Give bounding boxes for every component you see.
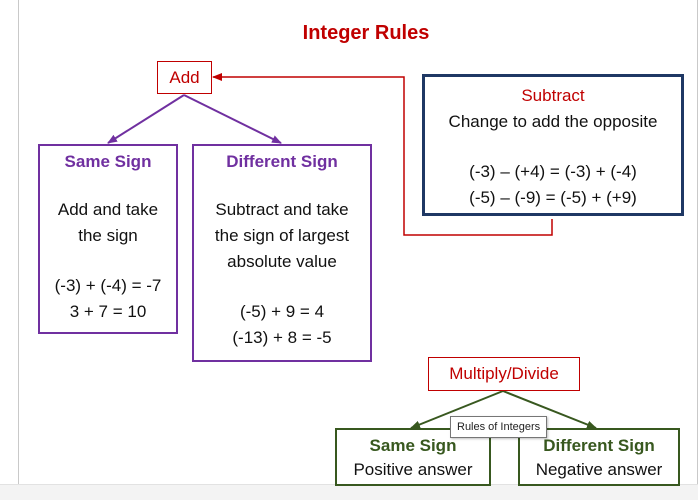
multiply-divide-label: Multiply/Divide bbox=[449, 364, 559, 383]
different-sign-rule-line3: absolute value bbox=[227, 252, 337, 271]
same-sign-rule-line1: Add and take bbox=[57, 200, 159, 219]
same-sign-box: Same Sign Add and take the sign (-3) + (… bbox=[38, 144, 178, 334]
multiply-same-sign-heading: Same Sign bbox=[369, 436, 457, 455]
subtract-example2: (-5) – (-9) = (-5) + (+9) bbox=[469, 188, 637, 207]
different-sign-rule-line1: Subtract and take bbox=[215, 200, 349, 219]
diagram-title: Integer Rules bbox=[302, 22, 430, 44]
add-node: Add bbox=[157, 61, 212, 94]
multiply-different-sign-box: Different Sign Negative answer bbox=[518, 428, 680, 486]
multiply-to-different-sign-arrow bbox=[502, 390, 597, 429]
same-sign-heading: Same Sign bbox=[64, 152, 152, 171]
add-to-same-sign-arrow bbox=[107, 94, 185, 144]
multiply-divide-node: Multiply/Divide bbox=[428, 357, 580, 391]
multiply-different-sign-text: Negative answer bbox=[535, 460, 663, 479]
same-sign-example1: (-3) + (-4) = -7 bbox=[54, 276, 162, 295]
tooltip: Rules of Integers bbox=[450, 416, 548, 438]
add-to-different-sign-arrow bbox=[183, 94, 282, 144]
subtract-example1: (-3) – (+4) = (-3) + (-4) bbox=[469, 162, 637, 181]
different-sign-heading: Different Sign bbox=[226, 152, 338, 171]
subtract-rule: Change to add the opposite bbox=[448, 112, 658, 131]
multiply-to-same-sign-arrow bbox=[410, 390, 504, 429]
subtract-to-add-arrow bbox=[212, 73, 553, 236]
same-sign-example2: 3 + 7 = 10 bbox=[69, 302, 147, 321]
subtract-box: Subtract Change to add the opposite (-3)… bbox=[422, 74, 684, 216]
different-sign-rule-line2: the sign of largest bbox=[214, 226, 350, 245]
subtract-heading: Subtract bbox=[521, 86, 585, 105]
add-label: Add bbox=[169, 68, 200, 87]
different-sign-example2: (-13) + 8 = -5 bbox=[232, 328, 332, 347]
same-sign-rule-line2: the sign bbox=[78, 226, 138, 245]
multiply-same-sign-text: Positive answer bbox=[353, 460, 473, 479]
different-sign-box: Different Sign Subtract and take the sig… bbox=[192, 144, 372, 362]
multiply-different-sign-heading: Different Sign bbox=[543, 436, 655, 455]
different-sign-example1: (-5) + 9 = 4 bbox=[239, 302, 325, 321]
